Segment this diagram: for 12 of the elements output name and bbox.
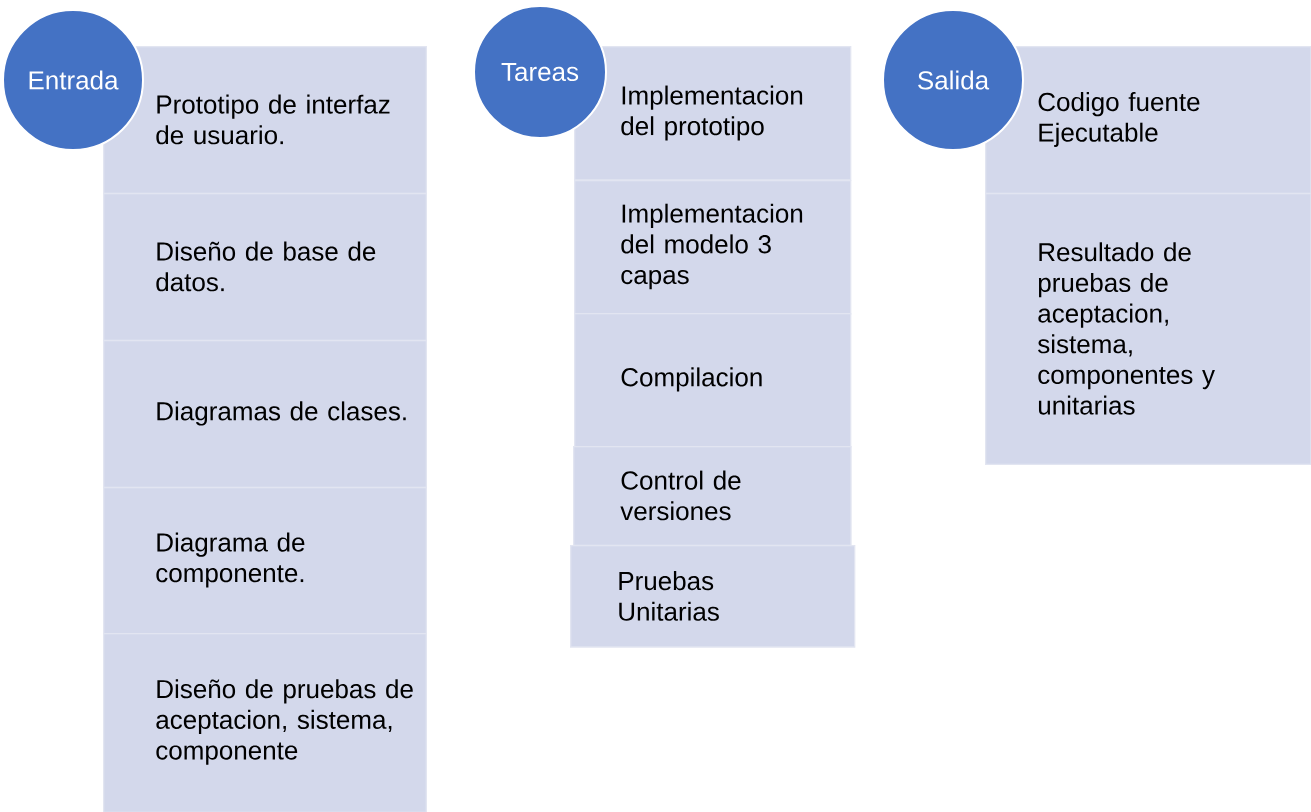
list-box: Resultado de pruebas de aceptacion, sistema, componentes y unitarias [985,193,1311,465]
node-label: Diseño de pruebas de aceptacion, sistema, componente [156,679,413,765]
list-box: Compilacion [574,313,852,448]
node-label: Codigo fuente Ejecutable [1038,92,1200,147]
list-box: Diagrama de componente. [103,487,427,635]
node-label: Resultado de pruebas de aceptacion, sistema, componentes y unitarias [1038,242,1215,415]
list-box: Diseño de base de datos. [103,193,427,341]
list-box: Diagramas de clases. [103,340,427,488]
list-box: Control de versiones [573,446,852,546]
list-box: Implementacion del modelo 3 capas [574,180,852,315]
list-box: Diseño de pruebas de aceptacion, sistema, componente [103,633,427,812]
list-box: Pruebas Unitarias [570,545,856,648]
